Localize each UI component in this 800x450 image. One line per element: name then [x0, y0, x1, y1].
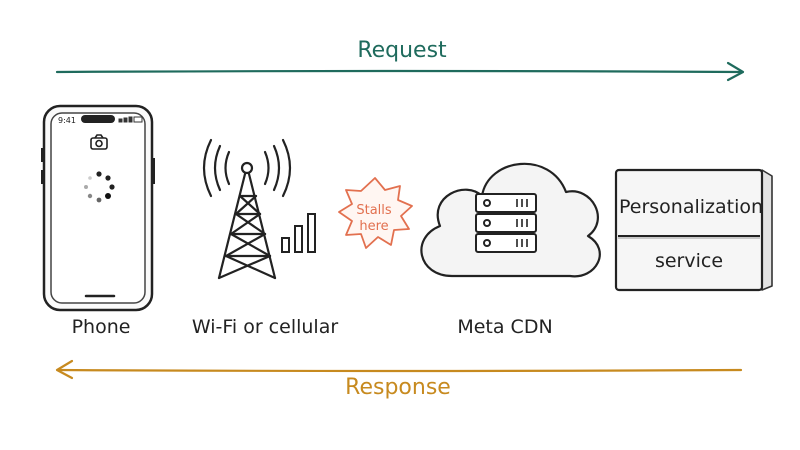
server-icon: [475, 193, 537, 253]
request-label: Request: [357, 38, 447, 63]
personalization-label-top: Personalization: [618, 196, 764, 218]
cdn-label: Meta CDN: [457, 316, 553, 338]
personalization-label-bottom: service: [654, 250, 724, 272]
starburst-icon: [338, 177, 413, 249]
phone-status-time: 9:41: [58, 116, 76, 125]
signal-bars-icon: [281, 213, 316, 253]
response-label: Response: [345, 375, 451, 400]
response-arrow: [55, 359, 743, 380]
phone-device: [41, 104, 155, 312]
stall-callout-line1: Stalls: [356, 203, 392, 218]
stall-callout-line2: here: [359, 219, 389, 234]
camera-icon: [90, 134, 108, 150]
network-label: Wi-Fi or cellular: [191, 316, 339, 338]
stall-callout: Stalls here: [356, 203, 391, 235]
request-arrow: [55, 61, 745, 82]
personalization-service-box: [614, 168, 773, 292]
cell-tower-icon: [202, 138, 292, 280]
phone-label: Phone: [71, 316, 131, 338]
loading-spinner-icon: [84, 171, 115, 203]
